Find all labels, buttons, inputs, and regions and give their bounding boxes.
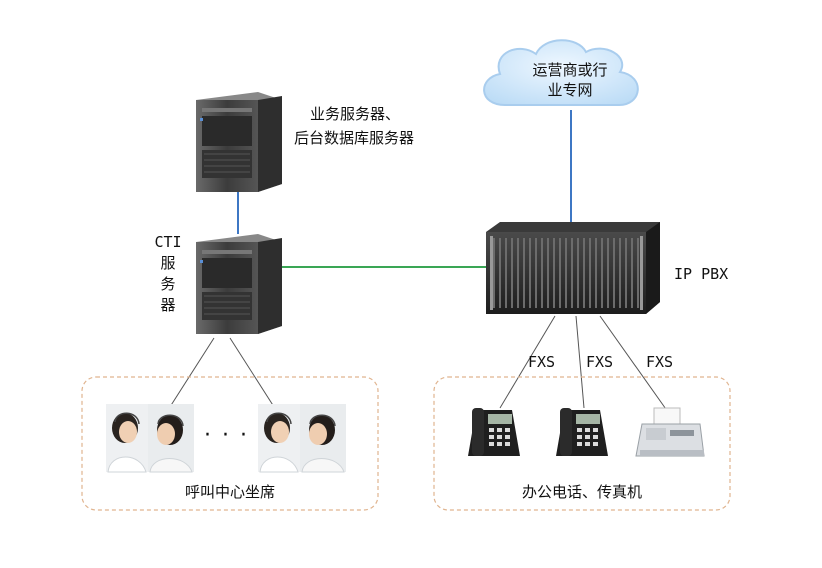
cti-server-label-line1: CTI bbox=[154, 233, 182, 251]
call-center-label: 呼叫中心坐席 bbox=[184, 483, 275, 501]
desk-phone-icon bbox=[556, 408, 608, 456]
call-center-group bbox=[81, 376, 379, 511]
office-label: 办公电话、传真机 bbox=[521, 483, 642, 501]
link-pbx-to-phone-1 bbox=[499, 315, 556, 409]
agent-icon bbox=[258, 404, 300, 473]
link-cti-to-agent-1 bbox=[167, 337, 215, 411]
office-group bbox=[433, 376, 731, 511]
link-cti-to-agent-2 bbox=[229, 337, 277, 411]
cti-server-label-line4: 器 bbox=[160, 296, 176, 314]
cti-server-label: CTI 服 务 器 bbox=[144, 232, 192, 316]
desk-phone-icon bbox=[468, 408, 520, 456]
link-pbx-to-phone-2 bbox=[575, 315, 585, 409]
fxs-label-3: FXS bbox=[646, 353, 674, 371]
agent-icon bbox=[106, 404, 148, 473]
cti-server-label-line2: 服 bbox=[160, 254, 176, 272]
fxs-label-1: FXS bbox=[528, 353, 556, 371]
agent-ellipsis: · · · bbox=[204, 423, 249, 448]
cloud-label-line2: 业专网 bbox=[547, 81, 593, 99]
carrier-network-cloud bbox=[483, 39, 639, 107]
ip-pbx-icon bbox=[486, 222, 660, 314]
fax-machine-icon bbox=[635, 407, 705, 457]
cloud-label: 运营商或行 业专网 bbox=[506, 60, 634, 100]
pbx-label: IP PBX bbox=[674, 265, 729, 283]
fxs-label-2: FXS bbox=[586, 353, 614, 371]
link-pbx-to-fax bbox=[599, 315, 669, 413]
business-server-label-line2: 后台数据库服务器 bbox=[294, 129, 415, 147]
cti-server-icon bbox=[196, 234, 282, 334]
agent-icon bbox=[148, 404, 194, 473]
business-server-label-line1: 业务服务器、 bbox=[310, 105, 401, 123]
business-server-icon bbox=[196, 92, 282, 192]
cloud-label-line1: 运营商或行 bbox=[532, 61, 608, 79]
business-server-label: 业务服务器、 后台数据库服务器 bbox=[294, 104, 414, 148]
cti-server-label-line3: 务 bbox=[160, 275, 176, 293]
agent-icon bbox=[300, 404, 346, 473]
